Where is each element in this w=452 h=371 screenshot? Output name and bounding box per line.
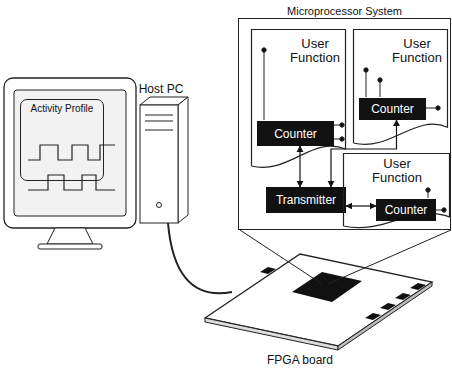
pad bbox=[365, 313, 381, 320]
counter-box: Counter bbox=[257, 121, 334, 146]
monitor-screen bbox=[14, 90, 126, 216]
function-outline bbox=[353, 29, 448, 146]
signal-arrow bbox=[346, 205, 376, 206]
system-frame: Microprocessor SystemUser FunctionCounte… bbox=[238, 18, 451, 230]
part-name: Host PC bbox=[130, 82, 192, 96]
block-label: Counter bbox=[385, 203, 428, 217]
pc-button bbox=[157, 203, 162, 208]
monitor-stand bbox=[47, 228, 93, 244]
function-block: User FunctionCounter bbox=[353, 29, 448, 146]
node-label: User Function bbox=[389, 37, 445, 66]
zoom-line bbox=[240, 230, 322, 284]
counter-box: Counter bbox=[359, 98, 426, 120]
node-label: Activity Profile bbox=[21, 100, 103, 114]
pad bbox=[380, 303, 396, 310]
pad bbox=[395, 293, 411, 300]
monitor-base bbox=[38, 244, 102, 249]
waveform bbox=[28, 175, 115, 190]
monitor-bezel bbox=[4, 78, 136, 228]
counter-box: Counter bbox=[376, 199, 436, 221]
pc-drive bbox=[145, 121, 173, 122]
board-edge bbox=[205, 318, 338, 350]
block-label: Transmitter bbox=[276, 193, 336, 207]
block-label: Counter bbox=[371, 102, 414, 116]
display-panel: Activity Profile bbox=[20, 99, 104, 181]
cable bbox=[168, 223, 232, 293]
node-label: User Function bbox=[287, 37, 343, 66]
block-label: Counter bbox=[274, 127, 317, 141]
waveform bbox=[28, 145, 115, 160]
node-label: User Function bbox=[367, 157, 427, 186]
zoom-line bbox=[328, 230, 451, 284]
board-edge bbox=[338, 282, 432, 350]
function-block: User FunctionCounter bbox=[343, 153, 450, 229]
signal-arrow bbox=[299, 146, 300, 187]
part-name: FPGA board bbox=[250, 353, 350, 367]
pc-drive bbox=[145, 115, 173, 116]
pc-side bbox=[178, 97, 188, 223]
node-label: Microprocessor System bbox=[239, 5, 450, 17]
fpga-chip bbox=[292, 272, 362, 302]
fpga-board bbox=[205, 254, 432, 346]
function-block: User FunctionCounter bbox=[251, 29, 346, 169]
pad bbox=[410, 283, 426, 290]
pad bbox=[260, 267, 276, 274]
pc-front bbox=[140, 105, 178, 223]
transmitter-box: Transmitter bbox=[266, 187, 346, 213]
pc-drive bbox=[145, 130, 173, 131]
function-outline bbox=[251, 29, 346, 169]
